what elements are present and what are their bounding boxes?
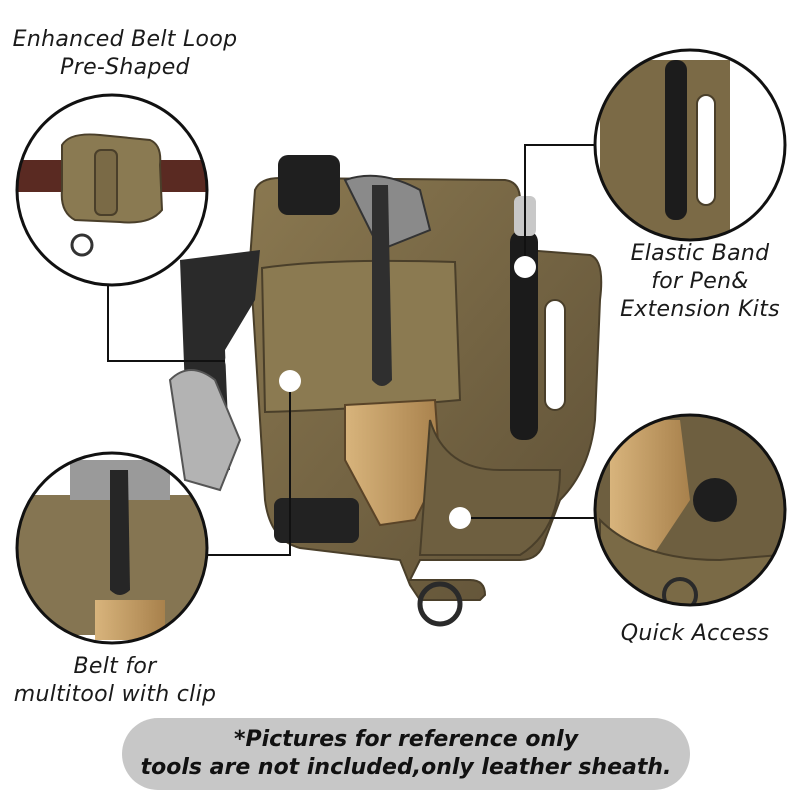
- multitool-label: Belt for multitool with clip: [0, 653, 230, 709]
- elastic-band-label-line3: Extension Kits: [620, 297, 780, 322]
- quick-access-label: Quick Access: [600, 620, 790, 648]
- callout-belt-loop: [15, 93, 209, 287]
- elastic-band-label-line1: Elastic Band: [630, 241, 770, 266]
- callout-elastic-band: [593, 48, 787, 242]
- belt-loop-label-line1: Enhanced Belt Loop: [12, 27, 238, 52]
- belt-loop-label-line2: Pre-Shaped: [60, 55, 190, 80]
- connector-lines: [107, 144, 595, 556]
- quick-access-label-text: Quick Access: [620, 621, 770, 646]
- elastic-band-label-line2: for Pen&: [651, 269, 749, 294]
- multitool-label-line2: multitool with clip: [13, 682, 217, 707]
- multitool-label-line1: Belt for: [73, 654, 157, 679]
- elastic-band-label: Elastic Band for Pen& Extension Kits: [600, 240, 800, 324]
- callout-multitool-clip: [15, 451, 209, 645]
- leather-sheath: [168, 155, 603, 627]
- disclaimer-line2: tools are not included,only leather shea…: [140, 755, 672, 780]
- belt-loop-label: Enhanced Belt Loop Pre-Shaped: [0, 26, 250, 82]
- disclaimer-line1: *Pictures for reference only: [233, 727, 579, 752]
- disclaimer-pill: *Pictures for reference only tools are n…: [122, 718, 690, 790]
- callout-quick-access: [593, 413, 787, 607]
